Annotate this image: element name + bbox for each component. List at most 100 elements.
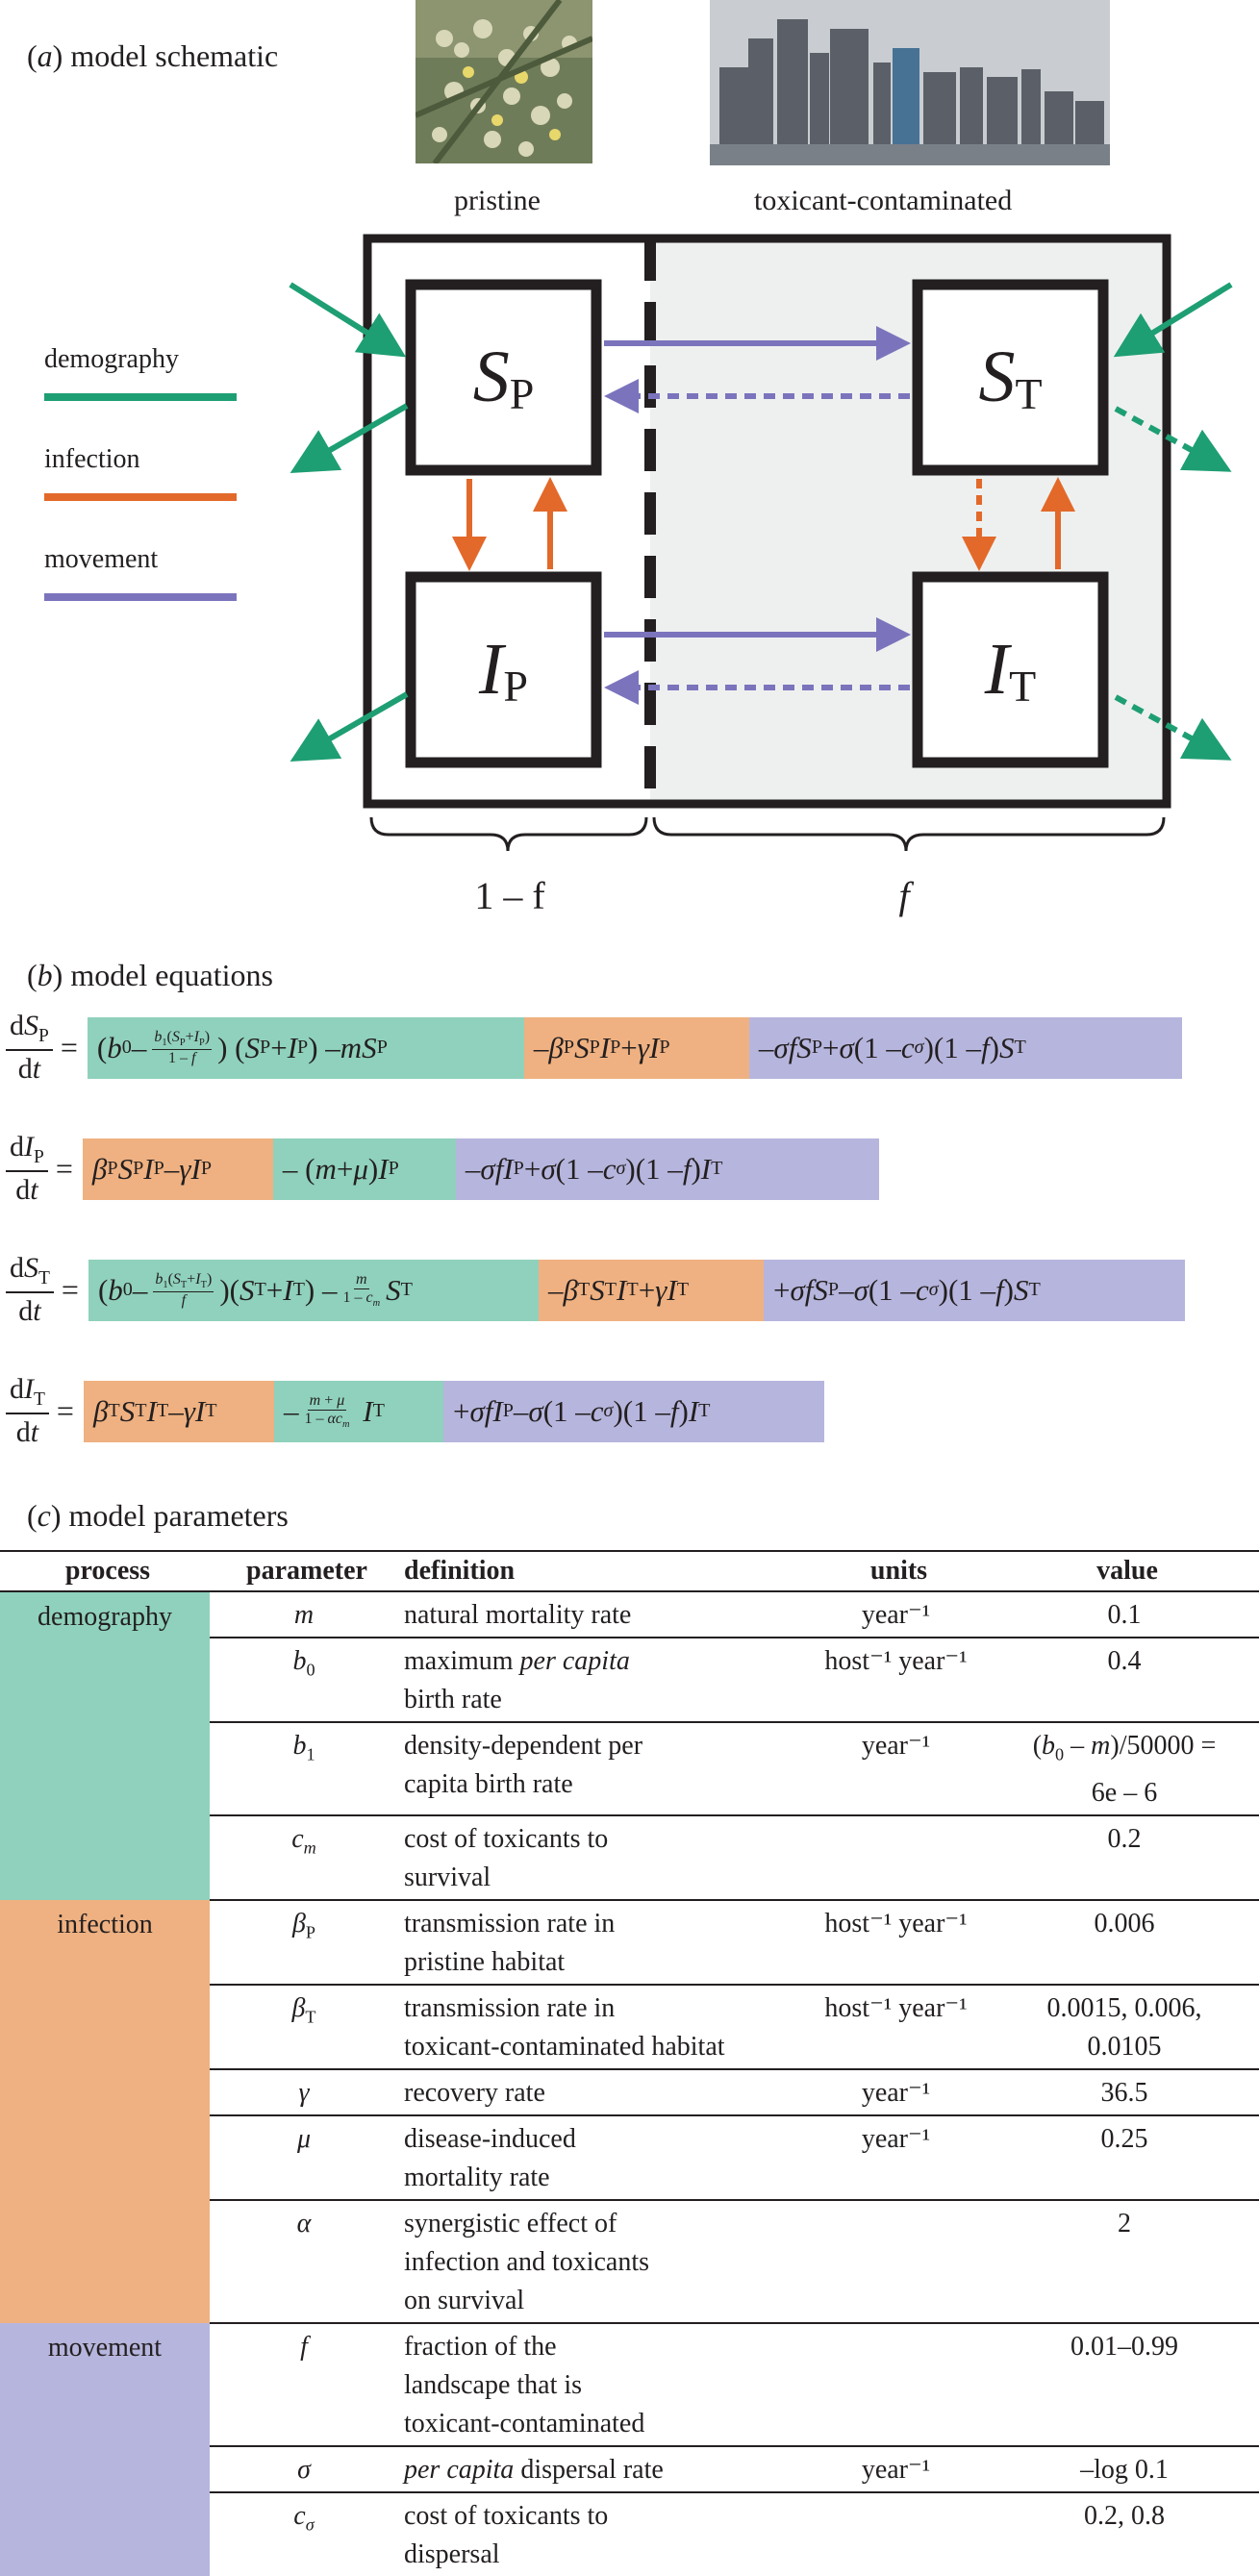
value-cell: 0.25 bbox=[990, 2114, 1259, 2201]
units-cell: year⁻¹ bbox=[802, 1591, 990, 1638]
panel-b-label: (b) model equations bbox=[27, 958, 273, 992]
units-cell: host⁻¹ year⁻¹ bbox=[802, 1638, 990, 1723]
toxicant-label: toxicant-contaminated bbox=[754, 185, 1013, 216]
eq4-lhs: dIT dt bbox=[6, 1373, 49, 1450]
brace-left bbox=[369, 816, 648, 852]
value-cell: 0.2 bbox=[990, 1814, 1259, 1901]
brace-left-label: 1 – f bbox=[474, 874, 545, 917]
brace-right bbox=[652, 816, 1166, 852]
param-cell: βP bbox=[210, 1899, 398, 1986]
process-movement: movement bbox=[0, 2322, 210, 2576]
header-process: process bbox=[0, 1550, 210, 1592]
param-cell: σ bbox=[210, 2445, 398, 2493]
table-row: demography m natural mortality rate year… bbox=[0, 1591, 1259, 1900]
units-cell bbox=[802, 2199, 990, 2324]
arrow-birth-st bbox=[1113, 282, 1233, 358]
arrow-birth-sp bbox=[289, 282, 407, 358]
param-cell: μ bbox=[210, 2114, 398, 2201]
header-units: units bbox=[802, 1550, 990, 1592]
arrow-death-it bbox=[1114, 694, 1232, 761]
value-cell: 0.01–0.99 bbox=[990, 2322, 1259, 2447]
eucalyptus-photo bbox=[415, 0, 592, 163]
units-cell: year⁻¹ bbox=[802, 1722, 990, 1816]
table-row: σ per capita dispersal rate year⁻¹ –log … bbox=[0, 2445, 1259, 2493]
legend-infection-label: infection bbox=[44, 444, 140, 474]
value-cell: (b0 – m)/50000 =6e – 6 bbox=[990, 1722, 1259, 1816]
units-cell bbox=[802, 1814, 990, 1901]
header-parameter: parameter bbox=[210, 1550, 398, 1592]
eq1-lhs: dSP dt bbox=[6, 1010, 53, 1087]
schematic-diagram bbox=[44, 234, 1233, 852]
arrow-death-ip bbox=[290, 691, 409, 762]
eq2-lhs: dIP dt bbox=[6, 1131, 48, 1208]
value-cell: –log 0.1 bbox=[990, 2445, 1259, 2493]
panel-c-label: (c) model parameters bbox=[27, 1498, 289, 1533]
param-cell: α bbox=[210, 2199, 398, 2324]
header-value: value bbox=[990, 1550, 1259, 1592]
table-row: γ recovery rate year⁻¹ 36.5 bbox=[0, 2068, 1259, 2116]
arrow-death-sp bbox=[290, 403, 409, 473]
value-cell: 0.1 bbox=[990, 1591, 1259, 1638]
param-cell: f bbox=[210, 2322, 398, 2447]
panel-a-label: (a) model schematic bbox=[27, 38, 279, 73]
definition-cell: per capita dispersal rate bbox=[398, 2445, 802, 2493]
units-cell bbox=[802, 2322, 990, 2447]
definition-cell: natural mortality rate bbox=[398, 1591, 802, 1638]
definition-cell: recovery rate bbox=[398, 2068, 802, 2116]
eq3-lhs: dST dt bbox=[6, 1252, 54, 1329]
units-cell: year⁻¹ bbox=[802, 2445, 990, 2493]
pristine-label: pristine bbox=[454, 185, 541, 216]
units-cell bbox=[802, 2492, 990, 2576]
value-cell: 0.2, 0.8 bbox=[1084, 2500, 1165, 2531]
param-cell: βT bbox=[210, 1984, 398, 2070]
table-header-row: process parameter definition units value bbox=[0, 1550, 1259, 1592]
units-cell: year⁻¹ bbox=[802, 2114, 990, 2201]
param-cell: γ bbox=[210, 2068, 398, 2116]
legend-demography-label: demography bbox=[44, 344, 179, 374]
landscape-frame bbox=[363, 234, 1171, 809]
legend-movement-label: movement bbox=[44, 544, 159, 574]
value-cell: 0.0015, 0.006,0.0105 bbox=[990, 1984, 1259, 2070]
brace-right-label: f bbox=[898, 874, 910, 917]
value-cell: 0.4 bbox=[990, 1638, 1259, 1723]
process-infection: infection bbox=[0, 1899, 210, 2323]
units-cell: year⁻¹ bbox=[802, 2068, 990, 2116]
value-cell: 2 bbox=[990, 2199, 1259, 2324]
parameters-table: process parameter definition units value… bbox=[0, 1550, 1259, 2576]
value-cell: 0.006 bbox=[990, 1899, 1259, 1986]
param-cell: b1 bbox=[210, 1722, 398, 1816]
city-skyline-photo bbox=[710, 0, 1110, 165]
param-cell: cm bbox=[210, 1814, 398, 1901]
value-cell: 36.5 bbox=[990, 2068, 1259, 2116]
